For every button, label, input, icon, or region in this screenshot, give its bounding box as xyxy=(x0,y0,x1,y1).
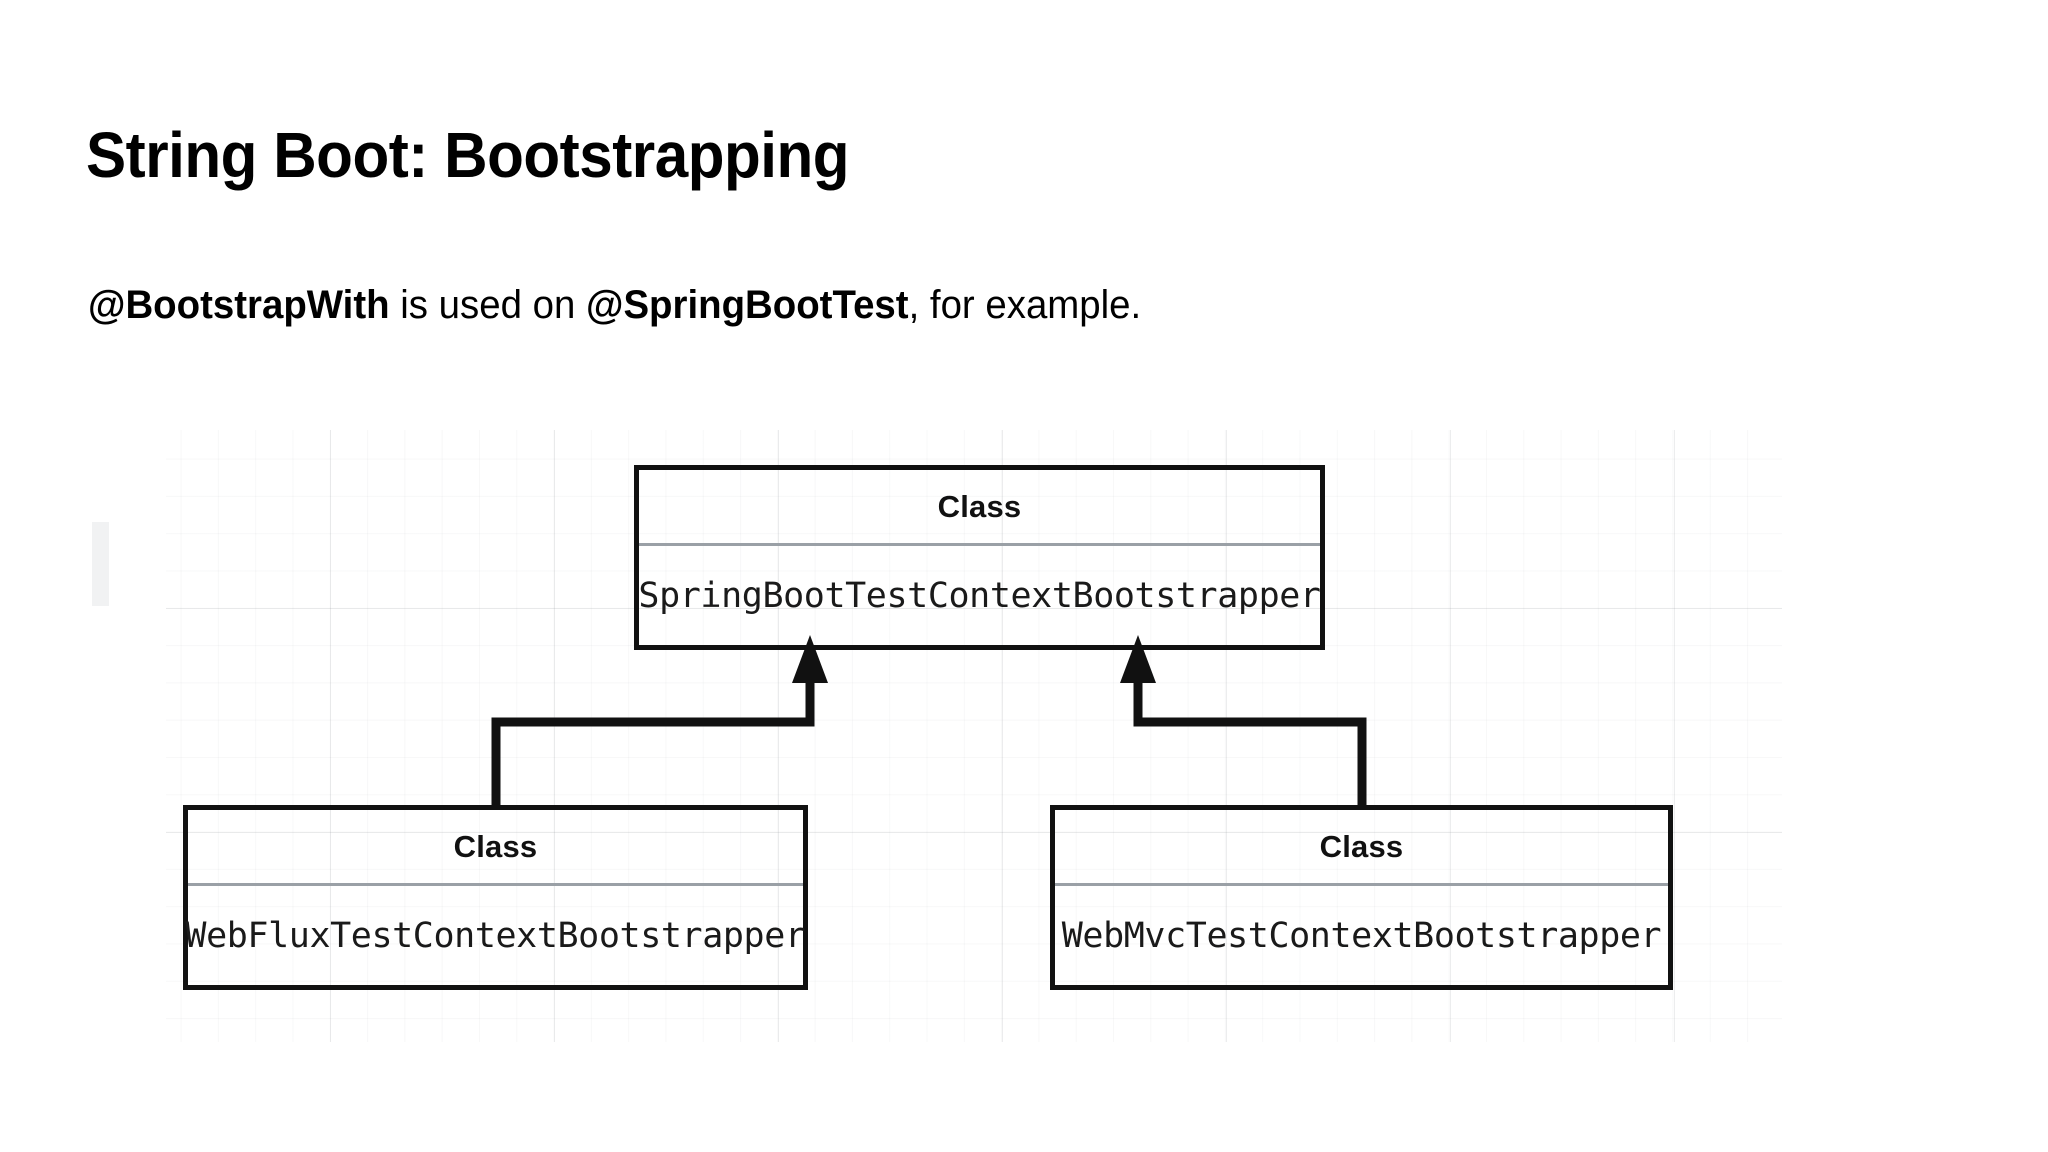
left-margin-tick xyxy=(92,522,109,606)
annotation-springboottest: @SpringBootTest xyxy=(586,283,909,327)
uml-stereotype-header: Class xyxy=(639,470,1320,546)
uml-stereotype-label: Class xyxy=(1319,828,1404,864)
uml-stereotype-label: Class xyxy=(937,488,1022,524)
uml-class-name: WebMvcTestContextBootstrapper xyxy=(1061,915,1662,956)
uml-class-name-row: SpringBootTestContextBootstrapper xyxy=(638,546,1321,645)
subtitle-middle: is used on xyxy=(389,283,586,327)
annotation-bootstrapwith: @BootstrapWith xyxy=(88,283,390,327)
uml-class-diagram: Class SpringBootTestContextBootstrapper … xyxy=(92,430,1782,1042)
uml-class-name-row: WebFluxTestContextBootstrapper xyxy=(185,886,806,985)
uml-node-subclass-webmvc[interactable]: Class WebMvcTestContextBootstrapper xyxy=(1050,805,1673,990)
uml-stereotype-label: Class xyxy=(453,828,538,864)
subtitle-text: @BootstrapWith is used on @SpringBootTes… xyxy=(88,283,1141,328)
subtitle-tail: , for example. xyxy=(908,283,1142,327)
edge-right-child-to-parent xyxy=(1133,662,1367,805)
uml-node-subclass-webflux[interactable]: Class WebFluxTestContextBootstrapper xyxy=(183,805,808,990)
uml-stereotype-header: Class xyxy=(188,810,803,886)
uml-class-name: SpringBootTestContextBootstrapper xyxy=(638,575,1321,616)
uml-stereotype-header: Class xyxy=(1055,810,1668,886)
uml-node-superclass[interactable]: Class SpringBootTestContextBootstrapper xyxy=(634,465,1325,650)
page-title: String Boot: Bootstrapping xyxy=(86,119,850,191)
edge-left-child-to-parent xyxy=(491,662,815,805)
uml-class-name: WebFluxTestContextBootstrapper xyxy=(185,915,806,956)
uml-class-name-row: WebMvcTestContextBootstrapper xyxy=(1055,886,1668,985)
